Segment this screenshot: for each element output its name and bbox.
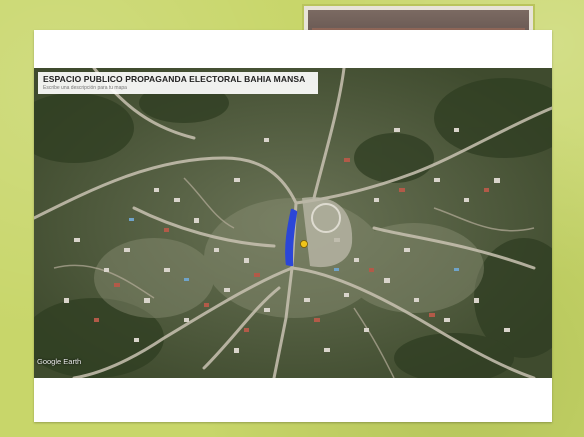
map-title: ESPACIO PUBLICO PROPAGANDA ELECTORAL BAH…: [43, 74, 306, 84]
location-marker-icon[interactable]: [300, 240, 308, 248]
google-earth-attribution: Google Earth: [37, 357, 82, 366]
propaganda-zone-outline[interactable]: [285, 208, 298, 267]
plaza-area: [302, 197, 353, 268]
map-subtitle: Escribe una descripción para tu mapa: [43, 85, 127, 91]
satellite-imagery: [34, 68, 552, 378]
map-title-box: ESPACIO PUBLICO PROPAGANDA ELECTORAL BAH…: [38, 72, 318, 94]
satellite-map[interactable]: ESPACIO PUBLICO PROPAGANDA ELECTORAL BAH…: [34, 68, 552, 378]
